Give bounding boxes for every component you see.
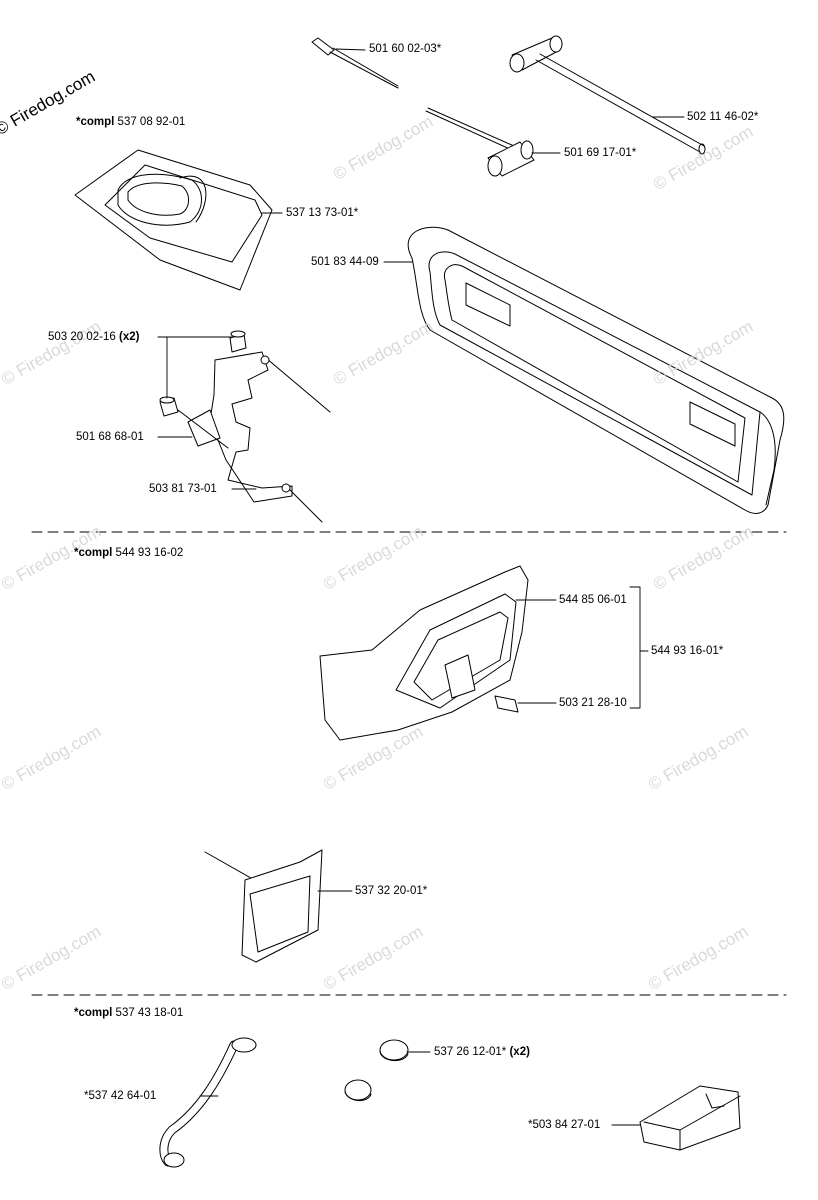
part-label: 501 68 68-01 <box>76 431 144 443</box>
part-label: 501 69 17-01* <box>564 147 637 159</box>
part-label: 537 13 73-01* <box>286 207 359 219</box>
bracket-assembly-part <box>159 330 331 523</box>
part-label: 544 93 16-01* <box>651 645 724 657</box>
section-header: *compl 537 43 18-01 <box>74 1007 184 1020</box>
oil-hose-part <box>159 1037 257 1168</box>
part-label: 537 32 20-01* <box>355 885 428 897</box>
header-prefix: *compl <box>74 547 113 559</box>
block-part <box>639 1085 741 1151</box>
leader-lines <box>157 48 685 1126</box>
part-label: *503 84 27-01 <box>528 1119 601 1131</box>
quantity-note: (x2) <box>119 331 140 343</box>
header-number: 544 93 16-02 <box>115 547 184 559</box>
screwdriver-part <box>311 37 399 89</box>
header-prefix: *compl <box>74 1007 113 1019</box>
part-label: 503 21 28-10 <box>559 697 627 709</box>
header-prefix: *compl <box>76 116 115 128</box>
part-label: 537 26 12-01* (x2) <box>434 1046 530 1059</box>
part-label: 501 60 02-03* <box>369 43 442 55</box>
chain-pouch-part <box>74 149 273 291</box>
section-header: *compl 537 08 92-01 <box>76 116 186 129</box>
header-number: 537 08 92-01 <box>117 116 186 128</box>
part-label: 501 83 44-09 <box>311 256 379 268</box>
bar-cover-part <box>407 226 785 514</box>
socket-wrench-part <box>425 107 535 177</box>
part-label: 502 11 46-02* <box>687 111 759 123</box>
part-label: 544 85 06-01 <box>559 594 627 606</box>
header-number: 537 43 18-01 <box>115 1007 184 1019</box>
chain-cover-part <box>319 565 529 741</box>
section-header: *compl 544 93 16-02 <box>74 547 184 560</box>
part-number: 537 26 12-01* <box>434 1046 507 1058</box>
part-label: *537 42 64-01 <box>84 1090 157 1102</box>
plug-parts <box>344 1039 409 1101</box>
quantity-note: (x2) <box>509 1046 530 1058</box>
part-label: 503 20 02-16 (x2) <box>48 331 140 344</box>
plate-part <box>204 849 323 963</box>
part-label: 503 81 73-01 <box>149 483 217 495</box>
combination-wrench-part <box>509 35 706 155</box>
part-number: 503 20 02-16 <box>48 331 116 343</box>
